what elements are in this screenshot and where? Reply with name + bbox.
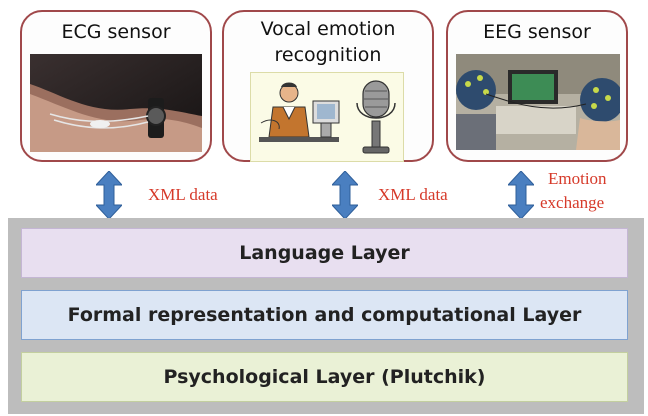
psychological-layer-label: Psychological Layer (Plutchik) — [163, 366, 486, 388]
ecg-sensor-title: ECG sensor — [61, 21, 171, 43]
emotion-exchange-label-line2: exchange — [540, 193, 605, 212]
eeg-sensor-box: EEG sensor — [446, 10, 628, 162]
ecg-sensor-box: ECG sensor — [20, 10, 212, 162]
double-arrow-middle-icon — [332, 171, 358, 219]
formal-representation-layer: Formal representation and computational … — [21, 290, 628, 340]
emotion-exchange-label-line1: Emotion — [548, 169, 607, 188]
eeg-sensor-title: EEG sensor — [483, 21, 591, 43]
layer-stack: Language Layer Formal representation and… — [8, 218, 644, 414]
vocal-recognition-box: Vocal emotion recognition — [222, 10, 434, 162]
formal-representation-layer-label: Formal representation and computational … — [67, 304, 582, 326]
xml-data-label-left: XML data — [148, 185, 218, 204]
language-layer: Language Layer — [21, 228, 628, 278]
xml-data-label-middle: XML data — [378, 185, 448, 204]
eeg-sensor-photo — [456, 54, 620, 150]
double-arrow-right-icon — [508, 171, 534, 219]
vocal-recognition-clipart — [250, 72, 404, 162]
vocal-recognition-title-line1: Vocal emotion — [260, 18, 396, 40]
psychological-layer: Psychological Layer (Plutchik) — [21, 352, 628, 402]
language-layer-label: Language Layer — [239, 242, 410, 264]
ecg-sensor-photo — [30, 54, 202, 152]
double-arrow-left-icon — [96, 171, 122, 219]
vocal-recognition-title-line2: recognition — [274, 44, 382, 66]
